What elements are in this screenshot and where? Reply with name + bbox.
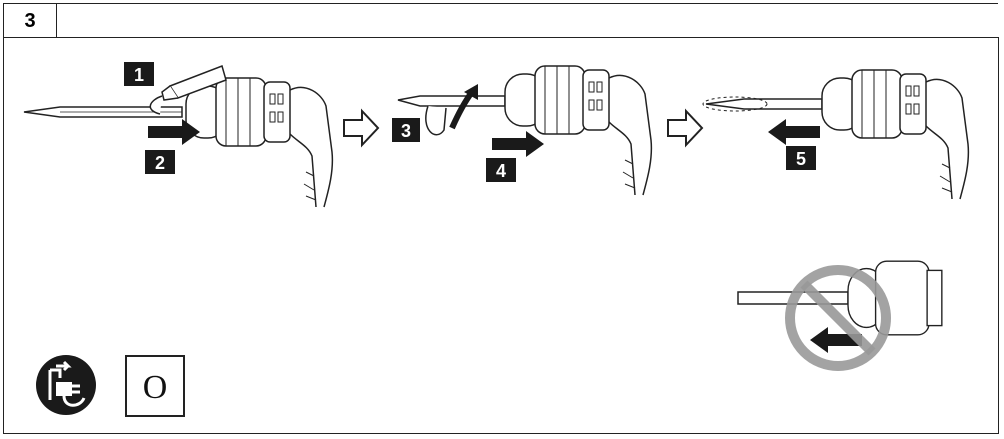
panel-do-not-pull <box>737 260 943 371</box>
panel-pull-test: 5 <box>702 69 970 200</box>
step-badge-2 <box>145 150 175 174</box>
grease-tube-icon <box>149 65 227 115</box>
drill-chuck <box>821 69 970 200</box>
arrow-right-outline-icon <box>667 110 703 146</box>
chisel-tool <box>397 95 506 107</box>
step-label-2: 2 <box>155 153 165 173</box>
figure-frame <box>3 37 999 434</box>
step-label-4: 4 <box>496 161 506 181</box>
panel-insert-grease: 1 2 <box>23 62 334 208</box>
panel-check-locking: 3 4 <box>392 65 653 196</box>
unplug-icon <box>36 355 96 415</box>
step-label-5: 5 <box>796 149 806 169</box>
step-badge-5 <box>786 146 816 170</box>
step-badge-1 <box>124 62 154 86</box>
step-label-1: 1 <box>134 65 144 85</box>
drill-chuck <box>504 65 653 196</box>
step-badge-4 <box>486 158 516 182</box>
figure-number: 3 <box>3 3 57 38</box>
arrow-left-icon <box>768 119 820 145</box>
arrow-right-icon <box>492 131 544 157</box>
chisel-outline-dashed <box>702 96 768 112</box>
arrow-right-outline-icon <box>343 110 379 146</box>
drill-chuck <box>185 77 334 208</box>
switch-off-icon: O <box>125 355 185 417</box>
chisel-tool <box>705 98 823 110</box>
step-label-3: 3 <box>401 121 411 141</box>
prohibited-icon <box>785 265 891 371</box>
frame-top-line <box>55 3 998 4</box>
step-badge-3 <box>392 118 420 142</box>
switch-position-label: O <box>143 369 168 406</box>
